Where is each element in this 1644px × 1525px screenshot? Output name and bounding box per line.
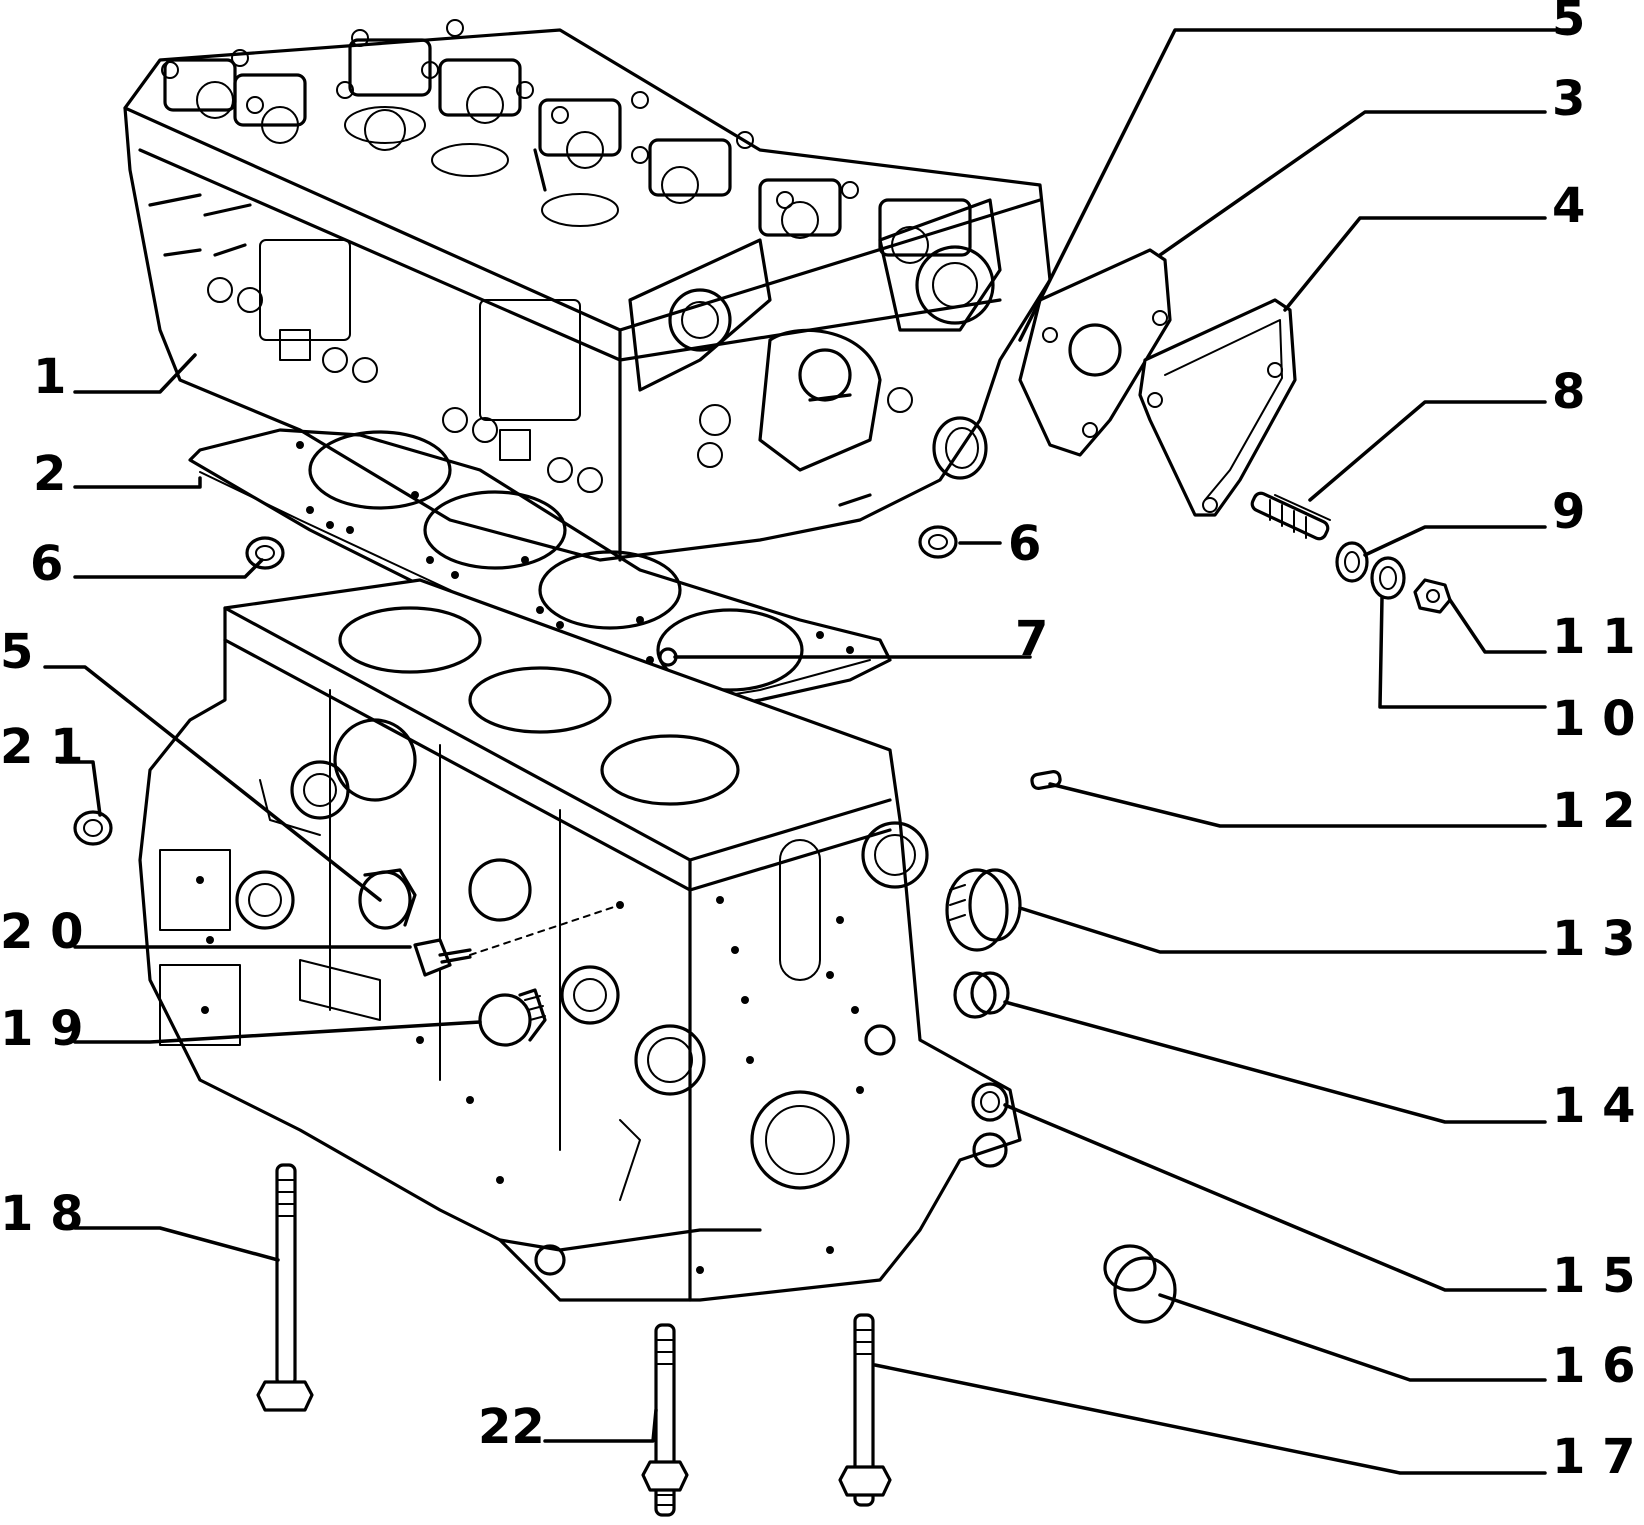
part-13-plug [945,868,1022,952]
part-10-washer [1370,556,1406,600]
part-11-nut [1413,578,1452,614]
callout-15: 1 5 [1552,1248,1636,1304]
part-6-seal-left [245,536,285,570]
callout-10: 1 0 [1552,691,1636,747]
callout-5-top: 5 [1552,0,1585,47]
part-20-drain-plug [413,904,621,977]
callout-20: 2 0 [0,904,84,960]
callout-3: 3 [1552,71,1585,127]
callout-13: 1 3 [1552,911,1636,967]
part-5-bushing [358,868,417,930]
callout-8: 8 [1552,364,1585,420]
callout-18: 1 8 [0,1186,84,1242]
callout-19: 1 9 [0,1001,84,1057]
callout-6-right: 6 [1008,516,1041,572]
part-16-sleeve [1103,1244,1177,1324]
part-21-plug [73,810,113,846]
callout-11: 1 1 [1552,609,1636,665]
callout-7: 7 [1015,611,1048,667]
part-4-cover-plate [1138,298,1297,517]
part-9-washer [1335,541,1369,583]
part-8-stud [1250,491,1331,541]
part-14-plug [953,971,1010,1019]
callout-21: 2 1 [0,719,84,775]
leader-lines [43,28,1572,1475]
callout-6-left: 6 [30,536,63,592]
callout-14: 1 4 [1552,1078,1636,1134]
part-19-threaded-plug [478,988,547,1047]
callout-9: 9 [1552,484,1585,540]
callout-17: 1 7 [1552,1429,1636,1485]
cylinder-head [123,19,1052,562]
part-15-plug [971,1082,1009,1122]
callout-5-left: 5 [0,624,33,680]
callout-1: 1 [33,349,66,405]
part-6-seal-head [918,525,958,559]
part-22-stud [641,1323,689,1517]
callout-2: 2 [33,446,66,502]
callout-4: 4 [1552,178,1585,234]
part-18-head-bolt [256,1163,314,1412]
callout-12: 1 2 [1552,783,1636,839]
part-3-cover-plate [1018,248,1172,457]
callout-22: 22 [478,1399,545,1455]
callout-16: 1 6 [1552,1338,1636,1394]
callout-labels: 1 2 3 4 5 5 6 6 7 8 9 1 0 1 1 1 2 1 3 1 … [0,0,1636,1485]
part-17-bolt [838,1313,892,1507]
cylinder-block [138,578,1022,1302]
